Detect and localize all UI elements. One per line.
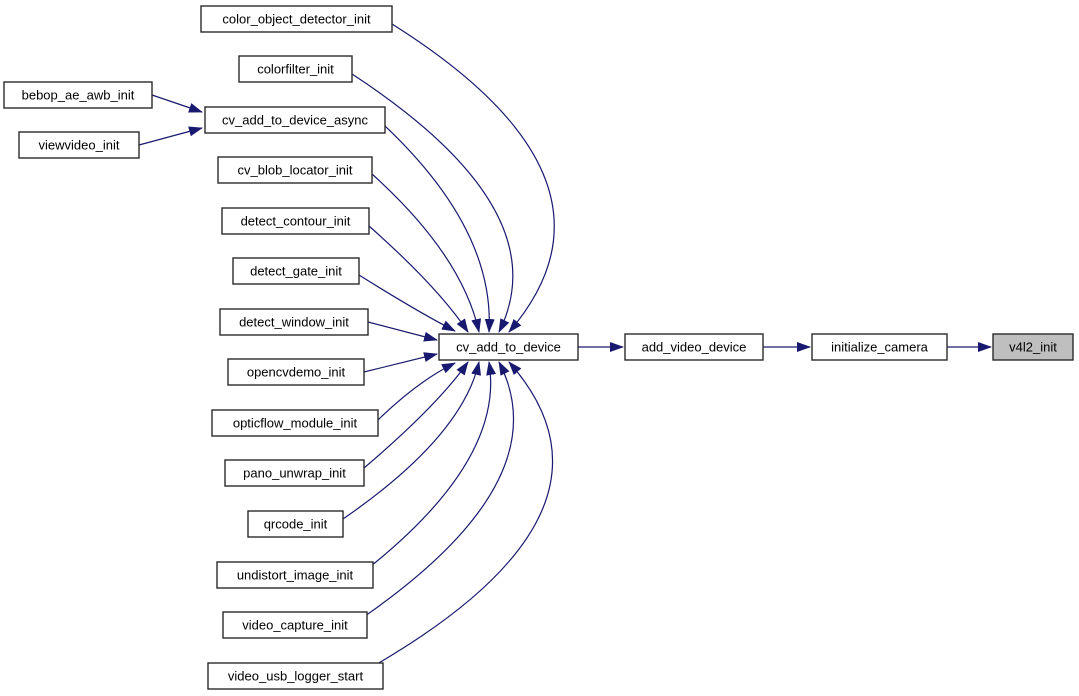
node-label: initialize_camera xyxy=(831,340,929,355)
node-opticflow_module_init[interactable]: opticflow_module_init xyxy=(211,409,379,437)
node-detect_gate_init[interactable]: detect_gate_init xyxy=(232,257,360,285)
edge-undistort_image_init-cv_add_to_device xyxy=(370,361,497,567)
node-viewvideo_init[interactable]: viewvideo_init xyxy=(18,131,140,159)
node-opencvdemo_init[interactable]: opencvdemo_init xyxy=(227,358,365,386)
node-color_object_detector_init[interactable]: color_object_detector_init xyxy=(200,5,393,33)
edge-pano_unwrap_init-cv_add_to_device xyxy=(363,361,469,469)
node-label: qrcode_init xyxy=(264,517,328,532)
node-video_usb_logger_start[interactable]: video_usb_logger_start xyxy=(207,662,384,690)
node-cv_add_to_device_async[interactable]: cv_add_to_device_async xyxy=(204,106,386,134)
edge-color_object_detector_init-cv_add_to_device xyxy=(391,23,555,333)
node-qrcode_init[interactable]: qrcode_init xyxy=(247,510,344,538)
node-detect_contour_init[interactable]: detect_contour_init xyxy=(221,207,370,235)
node-label: add_video_device xyxy=(642,340,747,355)
node-label: video_capture_init xyxy=(242,618,348,633)
edge-opencvdemo_init-cv_add_to_device xyxy=(363,352,438,373)
node-label: pano_unwrap_init xyxy=(243,466,346,481)
edge-colorfilter_init-cv_add_to_device xyxy=(351,73,514,333)
edge-detect_contour_init-cv_add_to_device xyxy=(368,225,469,333)
edge-opticflow_module_init-cv_add_to_device xyxy=(377,362,456,421)
node-v4l2_init: v4l2_init xyxy=(992,333,1074,361)
node-label: video_usb_logger_start xyxy=(228,669,364,684)
node-cv_add_to_device[interactable]: cv_add_to_device xyxy=(438,333,579,361)
node-label: opticflow_module_init xyxy=(233,416,358,431)
nodes: color_object_detector_init colorfilter_i… xyxy=(3,5,1074,690)
node-add_video_device[interactable]: add_video_device xyxy=(624,333,764,361)
edge-video_capture_init-cv_add_to_device xyxy=(364,361,514,617)
node-label: cv_add_to_device xyxy=(456,340,561,355)
node-label: viewvideo_init xyxy=(39,138,120,153)
node-detect_window_init[interactable]: detect_window_init xyxy=(219,308,369,336)
node-label: cv_blob_locator_init xyxy=(238,163,353,178)
node-label: color_object_detector_init xyxy=(222,12,371,27)
edges xyxy=(138,23,992,665)
node-label: cv_add_to_device_async xyxy=(222,113,368,128)
edge-cv_add_to_device_async-cv_add_to_device xyxy=(384,125,495,333)
edge-detect_gate_init-cv_add_to_device xyxy=(358,274,456,332)
edge-video_usb_logger_start-cv_add_to_device xyxy=(376,361,554,665)
edge-cv_blob_locator_init-cv_add_to_device xyxy=(371,173,482,333)
node-label: colorfilter_init xyxy=(257,62,334,77)
edge-qrcode_init-cv_add_to_device xyxy=(342,361,481,520)
node-label: detect_window_init xyxy=(239,315,349,330)
node-label: undistort_image_init xyxy=(237,568,354,583)
node-initialize_camera[interactable]: initialize_camera xyxy=(811,333,948,361)
node-cv_blob_locator_init[interactable]: cv_blob_locator_init xyxy=(217,156,373,184)
node-bebop_ae_awb_init[interactable]: bebop_ae_awb_init xyxy=(3,81,153,109)
node-label: detect_gate_init xyxy=(250,264,342,279)
node-video_capture_init[interactable]: video_capture_init xyxy=(222,611,368,639)
edge-bebop_ae_awb_init-cv_add_to_device_async xyxy=(151,94,203,113)
node-label: v4l2_init xyxy=(1009,340,1057,355)
node-label: detect_contour_init xyxy=(241,214,351,229)
node-colorfilter_init[interactable]: colorfilter_init xyxy=(238,55,353,83)
edge-viewvideo_init-cv_add_to_device_async xyxy=(138,126,203,146)
node-undistort_image_init[interactable]: undistort_image_init xyxy=(216,561,374,589)
node-label: opencvdemo_init xyxy=(247,365,346,380)
edge-detect_window_init-cv_add_to_device xyxy=(367,321,438,342)
node-label: bebop_ae_awb_init xyxy=(22,88,135,103)
node-pano_unwrap_init[interactable]: pano_unwrap_init xyxy=(224,459,365,487)
